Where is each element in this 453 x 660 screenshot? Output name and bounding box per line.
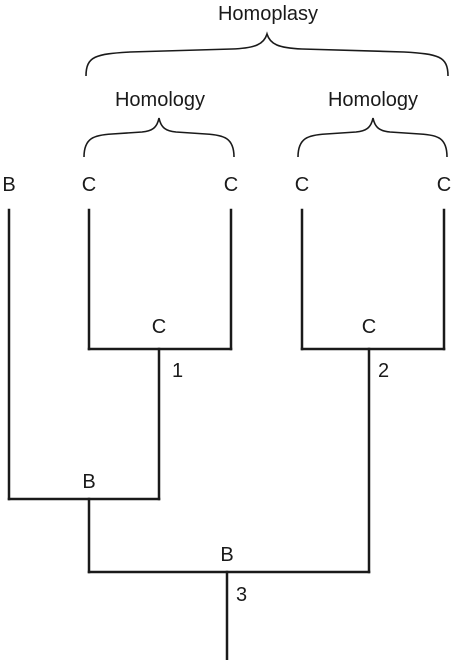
homoplasy-brace (85, 31, 449, 77)
tip-label-3: C (224, 174, 238, 196)
node-2-number: 2 (378, 360, 389, 382)
node-1-state-label: C (152, 316, 166, 338)
node-b-state-label: B (82, 471, 95, 493)
node-2-state-label: C (362, 316, 376, 338)
tip-label-5: C (437, 174, 451, 196)
homology-label-left: Homology (115, 89, 205, 111)
homology-brace-left (83, 117, 235, 158)
tip-label-4: C (295, 174, 309, 196)
homoplasy-label: Homoplasy (218, 3, 318, 25)
node-1-number: 1 (172, 360, 183, 382)
node-3-state-label: B (220, 544, 233, 566)
node-3-number: 3 (236, 584, 247, 606)
homology-brace-right (297, 117, 448, 158)
tip-label-2: C (82, 174, 96, 196)
homology-label-right: Homology (328, 89, 418, 111)
tip-label-1: B (2, 174, 15, 196)
